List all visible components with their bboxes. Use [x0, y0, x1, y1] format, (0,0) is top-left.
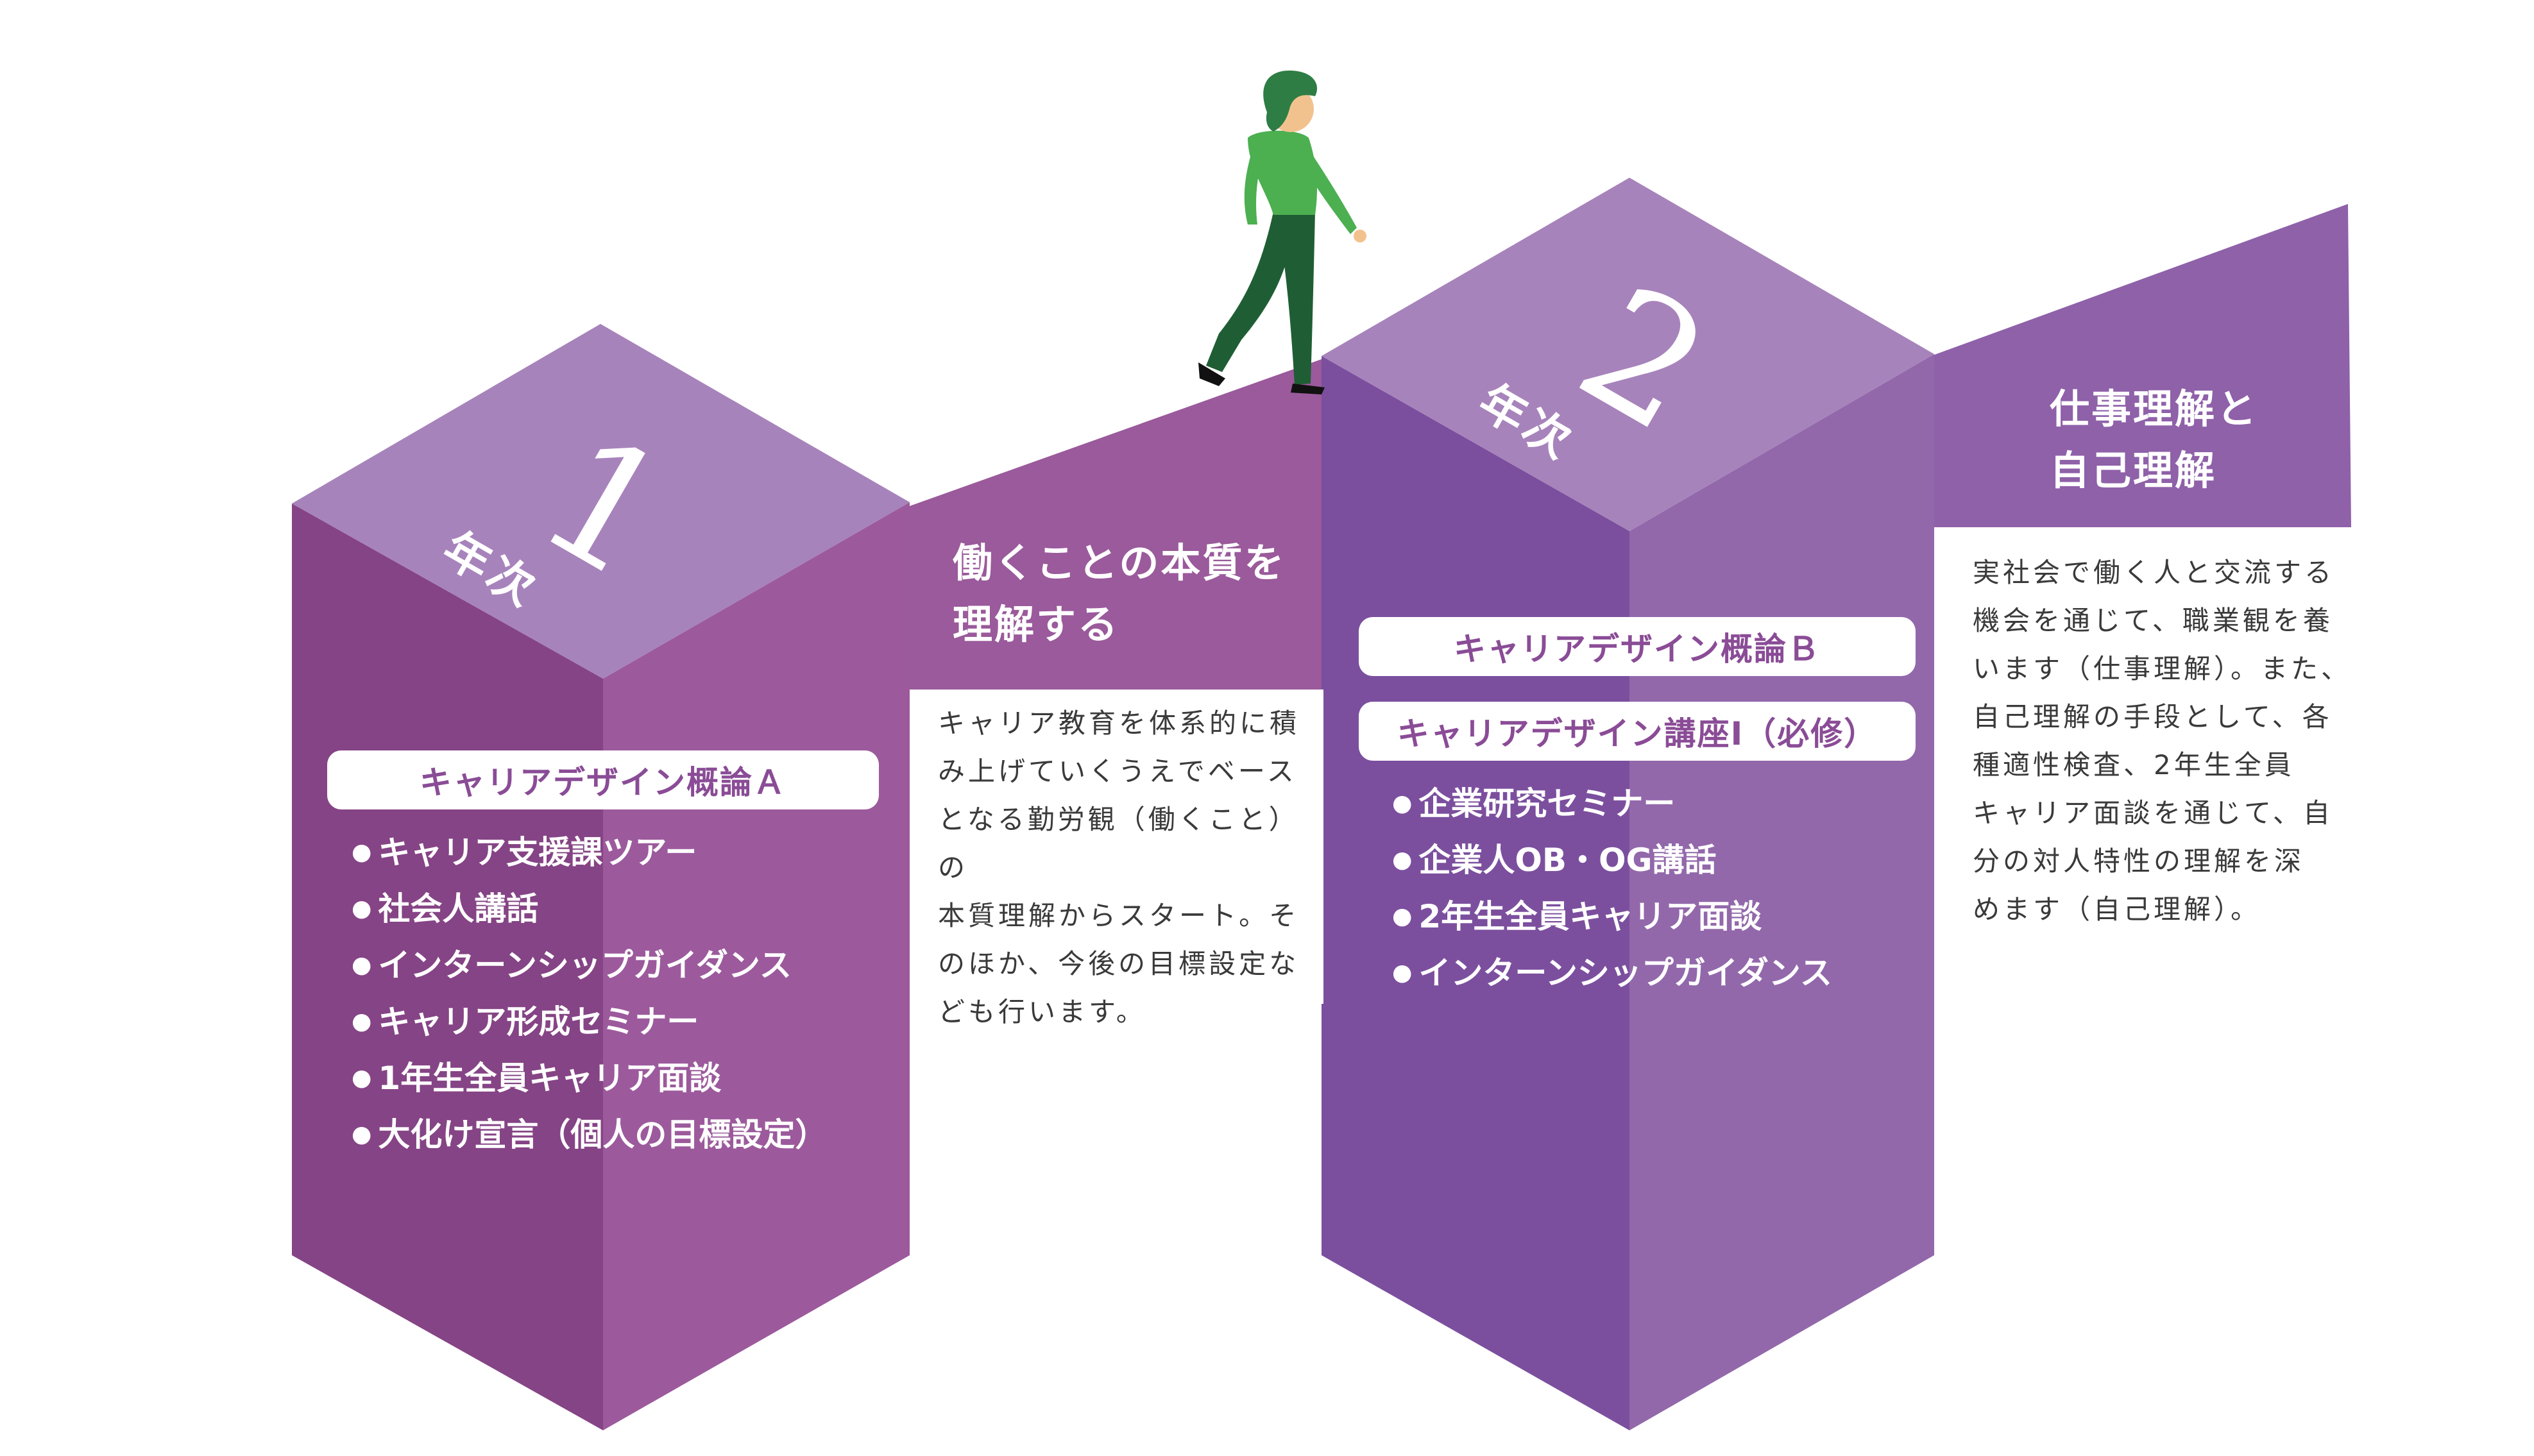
list-item: 大化け宣言（個人の目標設定） [352, 1108, 827, 1165]
list-item: 社会人講話 [352, 883, 827, 939]
list-item: インターンシップガイダンス [352, 939, 827, 995]
year-1-course-pill: キャリアデザイン概論Ａ [327, 750, 879, 809]
band-2-text-panel [1934, 527, 2358, 976]
year-2-course-pill-1: キャリアデザイン概論Ｂ [1359, 617, 1916, 676]
list-item: キャリア支援課ツアー [352, 826, 827, 883]
walking-person-icon [1198, 71, 1366, 394]
list-item: 2年生全員キャリア面談 [1392, 890, 1832, 947]
year-1-program-list: キャリア支援課ツアー 社会人講話 インターンシップガイダンス キャリア形成セミナ… [352, 826, 827, 1165]
band-1-text-panel [910, 690, 1323, 1004]
band-2 [1931, 204, 2351, 527]
band-1-description: キャリア教育を体系的に積 み上げていくうえでベース となる勤労観（働くこと）の … [938, 707, 1300, 1028]
band-1 [908, 359, 1322, 690]
list-item: 1年生全員キャリア面談 [352, 1052, 827, 1108]
list-item: キャリア形成セミナー [352, 995, 827, 1052]
band-2-heading: 仕事理解と 自己理解 [2050, 385, 2259, 494]
year-2-course-pill-2: キャリアデザイン講座Ⅰ（必修） [1359, 702, 1916, 761]
list-item: 企業人OB・OG講話 [1392, 834, 1832, 890]
block-1-top-face [292, 324, 910, 679]
band-2-description: 実社会で働く人と交流する 機会を通じて、職業観を養 います（仕事理解）。また、 … [1973, 557, 2352, 925]
year-2-program-list: 企業研究セミナー 企業人OB・OG講話 2年生全員キャリア面談 インターンシップ… [1392, 777, 1832, 1003]
list-item: 企業研究セミナー [1392, 777, 1832, 834]
band-1-heading: 働くことの本質を 理解する [953, 539, 1286, 648]
block-2-top-face [1322, 178, 1934, 531]
list-item: インターンシップガイダンス [1392, 947, 1832, 1003]
